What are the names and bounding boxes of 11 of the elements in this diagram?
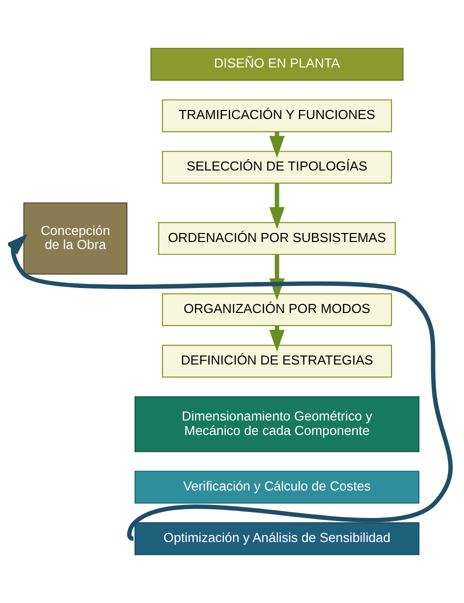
node-box: Optimización y Análisis de Sensibilidad	[134, 522, 420, 556]
node-box: DISEÑO EN PLANTA	[150, 48, 404, 81]
node-box: DEFINICIÓN DE ESTRATEGIAS	[162, 344, 392, 378]
node-box: Verificación y Cálculo de Costes	[134, 470, 420, 504]
node-box: ORGANIZACIÓN POR MODOS	[162, 293, 392, 326]
node-box: SELECCIÓN DE TIPOLOGÍAS	[162, 150, 392, 184]
node-box: TRAMIFICACIÓN Y FUNCIONES	[162, 99, 392, 132]
node-box: ORDENACIÓN POR SUBSISTEMAS	[158, 222, 396, 255]
node-box: Concepción de la Obra	[23, 202, 128, 275]
node-box: Dimensionamiento Geométrico y Mecánico de cada Componente	[134, 396, 420, 452]
arrow	[269, 183, 285, 230]
